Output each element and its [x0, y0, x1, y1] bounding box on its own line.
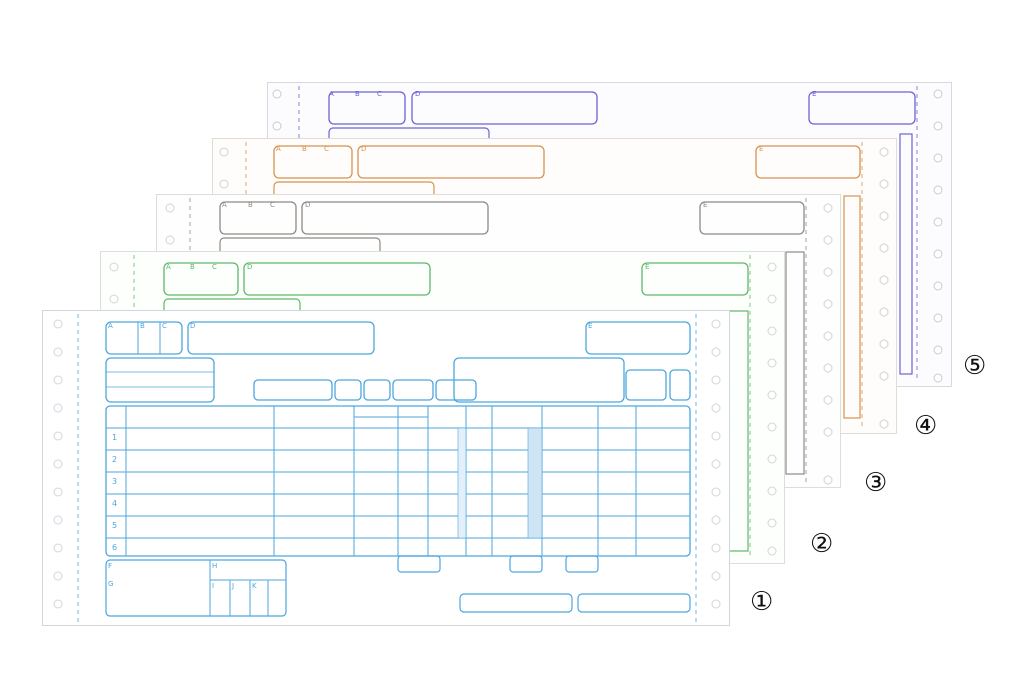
copy-3-number-badge: ③ [864, 468, 888, 498]
svg-text:J: J [231, 582, 234, 590]
svg-text:D: D [415, 90, 420, 98]
copy-2-number-badge: ② [810, 529, 834, 559]
svg-text:E: E [588, 322, 592, 330]
svg-text:C: C [212, 263, 217, 271]
svg-text:C: C [162, 322, 167, 330]
svg-text:B: B [140, 322, 145, 330]
slip-copy-1-form: A B C D E F G H I J K [42, 310, 730, 626]
svg-text:B: B [302, 145, 307, 153]
svg-text:D: D [190, 322, 195, 330]
svg-text:H: H [212, 562, 217, 570]
svg-text:C: C [270, 201, 275, 209]
svg-text:A: A [108, 322, 113, 330]
copy-5-number-badge: ⑤ [963, 351, 987, 381]
svg-text:B: B [190, 263, 195, 271]
row-number-1: 1 [112, 433, 118, 442]
svg-text:K: K [252, 582, 257, 590]
svg-text:A: A [329, 90, 334, 98]
svg-text:B: B [248, 201, 253, 209]
row-number-4: 4 [112, 499, 118, 508]
copy-1-number-badge: ① [750, 587, 774, 617]
svg-text:F: F [108, 562, 112, 570]
svg-text:E: E [645, 263, 649, 271]
row-number-3: 3 [112, 477, 118, 486]
svg-text:D: D [305, 201, 310, 209]
svg-text:E: E [759, 145, 763, 153]
copy-4-number-badge: ④ [914, 411, 938, 441]
row-number-5: 5 [112, 521, 118, 530]
svg-text:C: C [324, 145, 329, 153]
svg-text:A: A [276, 145, 281, 153]
svg-text:A: A [166, 263, 171, 271]
svg-text:D: D [361, 145, 366, 153]
slip-copy-1: A B C D E F G H I J K 1 2 3 4 5 6 [42, 310, 730, 626]
row-number-2: 2 [112, 455, 118, 464]
svg-text:I: I [212, 582, 214, 590]
svg-text:B: B [355, 90, 360, 98]
row-number-6: 6 [112, 543, 118, 552]
svg-text:C: C [377, 90, 382, 98]
svg-text:G: G [108, 580, 113, 588]
svg-text:E: E [812, 90, 816, 98]
svg-text:D: D [247, 263, 252, 271]
svg-text:E: E [703, 201, 707, 209]
svg-text:A: A [222, 201, 227, 209]
